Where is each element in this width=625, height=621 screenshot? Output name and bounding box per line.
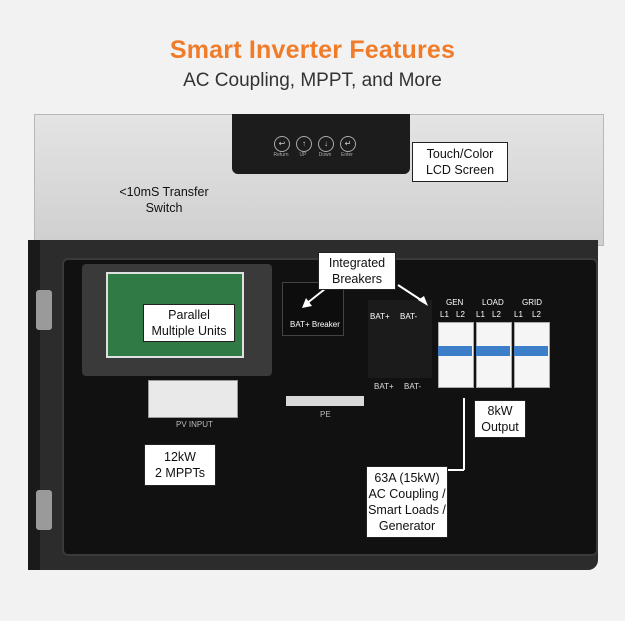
breaker-toggle <box>514 346 548 356</box>
callout-line: Output <box>481 420 519 434</box>
bat-plus-bottom-label: BAT+ <box>374 382 394 391</box>
page-title: Smart Inverter Features <box>169 36 456 64</box>
callout-line: Smart Loads / <box>368 503 446 517</box>
pe-label: PE <box>320 410 331 419</box>
hinge-icon <box>36 290 52 330</box>
lcd-button-label: UP <box>299 152 307 158</box>
l2-label: L2 <box>532 310 541 319</box>
grid-label: GRID <box>522 298 542 307</box>
l1-label: L1 <box>476 310 485 319</box>
bat-breaker <box>282 282 344 336</box>
callout-line: Integrated <box>328 256 386 270</box>
ac-coupling-callout: 63A (15kW) AC Coupling / Smart Loads / G… <box>366 466 448 538</box>
pv-terminal-block <box>148 380 238 418</box>
callout-line: 8kW <box>487 404 513 418</box>
callout-line: <10mS Transfer <box>119 185 209 199</box>
bat-minus-bottom-label: BAT- <box>404 382 422 391</box>
callout-line: Parallel <box>168 308 210 322</box>
l1-label: L1 <box>440 310 449 319</box>
callout-line: 2 MPPTs <box>154 466 205 480</box>
battery-terminals <box>368 300 432 378</box>
bat-breaker-label: BAT+ Breaker <box>290 320 340 329</box>
l2-label: L2 <box>492 310 501 319</box>
breaker-toggle <box>438 346 472 356</box>
hinge-icon <box>36 490 52 530</box>
lcd-button-label: Enter <box>341 152 353 158</box>
parallel-callout: Parallel Multiple Units <box>143 304 235 342</box>
transfer-switch-callout: <10mS Transfer Switch <box>108 184 220 216</box>
gen-label: GEN <box>446 298 464 307</box>
callout-line: Generator <box>378 519 436 533</box>
up-icon: ↑ <box>296 136 312 152</box>
mppt-callout: 12kW 2 MPPTs <box>144 444 216 486</box>
bat-plus-label: BAT+ <box>370 312 390 321</box>
callout-line: 63A (15kW) <box>374 471 440 485</box>
callout-line: AC Coupling / <box>368 487 446 501</box>
pe-bar <box>286 396 364 406</box>
callout-line: Switch <box>145 201 183 215</box>
enter-icon: ↵ <box>340 136 356 152</box>
return-icon: ↩ <box>274 136 290 152</box>
callout-line: 12kW <box>164 450 196 464</box>
l2-label: L2 <box>456 310 465 319</box>
down-icon: ↓ <box>318 136 334 152</box>
integrated-breakers-callout: Integrated Breakers <box>318 252 396 290</box>
pv-input-label: PV INPUT <box>176 420 213 429</box>
breaker-toggle <box>476 346 510 356</box>
lcd-button-label: Return <box>273 152 289 158</box>
l1-label: L1 <box>514 310 523 319</box>
callout-line: Breakers <box>331 272 383 286</box>
bat-minus-label: BAT- <box>400 312 418 321</box>
callout-line: Multiple Units <box>151 324 227 338</box>
callout-line: Touch/Color <box>426 147 494 161</box>
touch-lcd-callout: Touch/Color LCD Screen <box>412 142 508 182</box>
output-callout: 8kW Output <box>474 400 526 438</box>
load-label: LOAD <box>482 298 504 307</box>
callout-line: LCD Screen <box>425 163 495 177</box>
page-subtitle: AC Coupling, MPPT, and More <box>183 70 442 91</box>
lcd-button-label: Down <box>318 152 332 158</box>
